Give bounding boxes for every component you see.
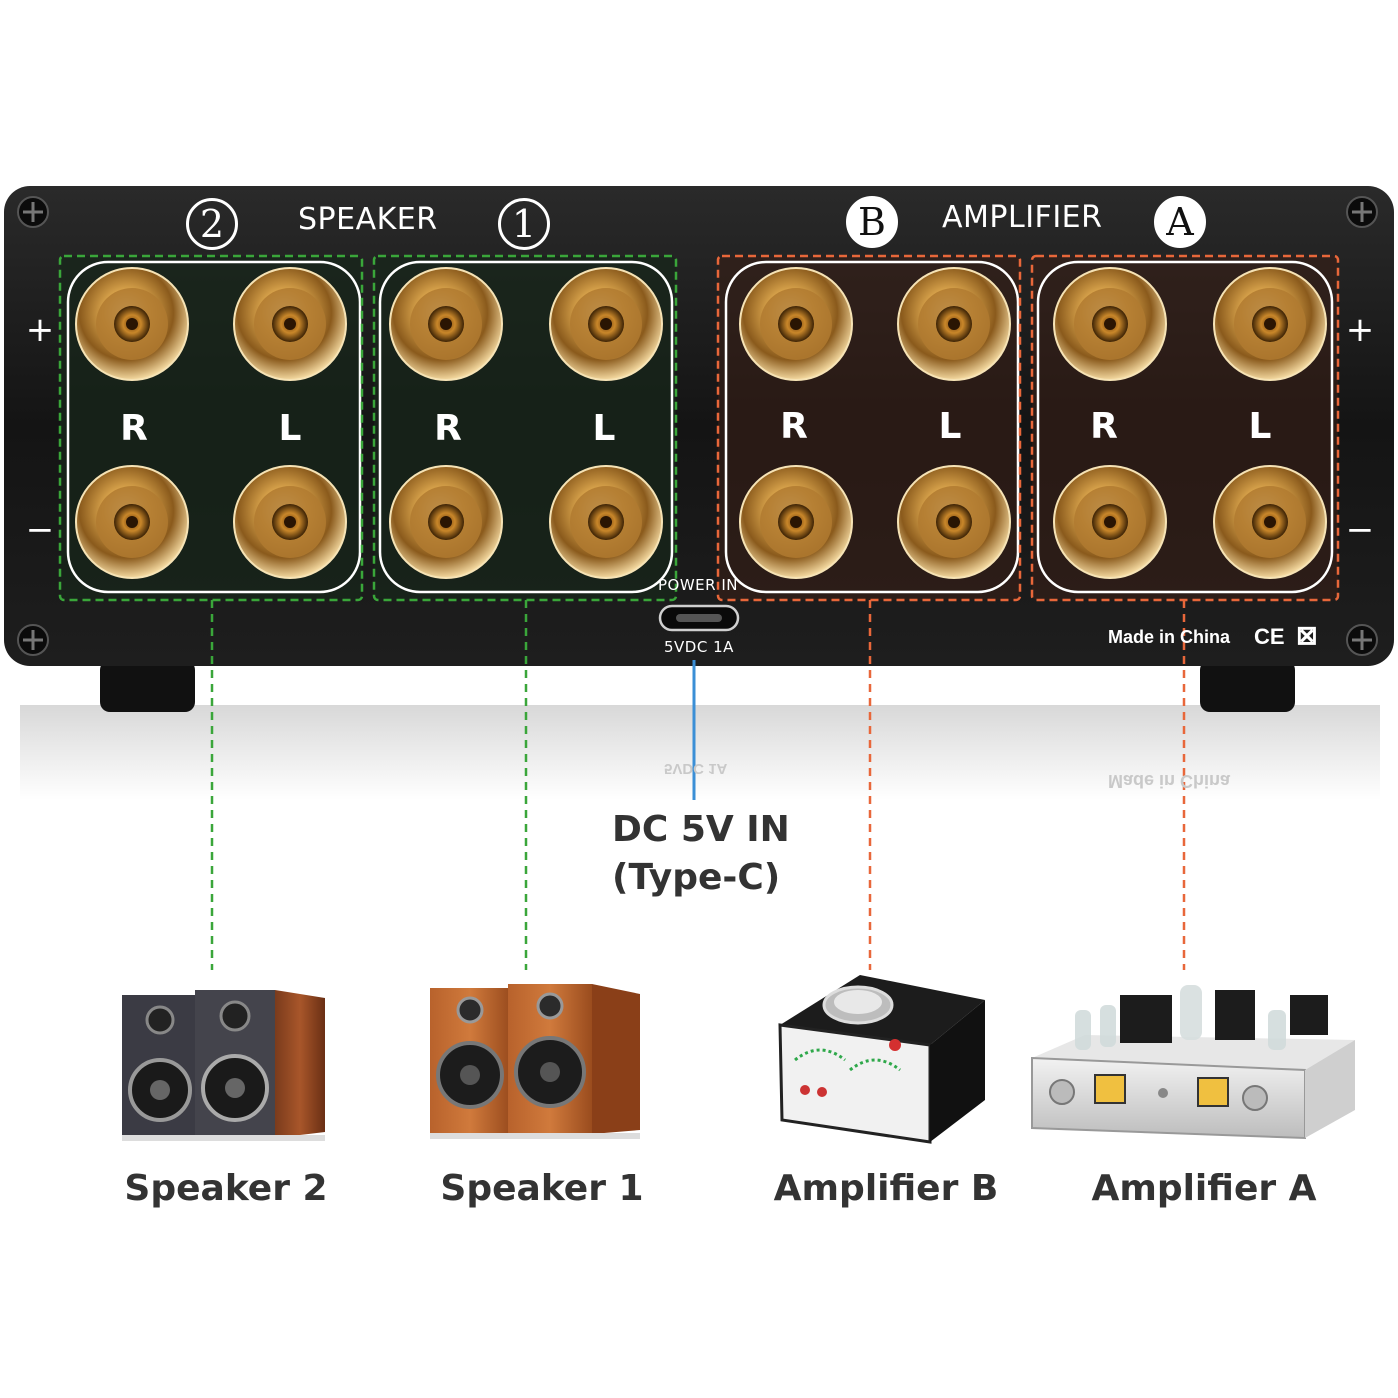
speaker-2-left-label: L bbox=[278, 408, 302, 449]
binding-post-icon bbox=[739, 267, 853, 381]
binding-post-icon bbox=[739, 465, 853, 579]
power-spec-label: 5VDC 1A bbox=[664, 638, 734, 656]
amplifier-b-right-label: R bbox=[780, 406, 808, 447]
speaker-2-image bbox=[122, 990, 325, 1141]
amplifier-a-left-label: L bbox=[1248, 406, 1272, 447]
ce-mark: CE bbox=[1254, 624, 1285, 649]
amplifier-a-border bbox=[1036, 260, 1334, 594]
amplifier-b-dashed-box bbox=[716, 254, 1022, 602]
binding-post-icon bbox=[233, 267, 347, 381]
binding-post-icon bbox=[897, 465, 1011, 579]
speaker-2-number: 2 bbox=[186, 198, 238, 250]
amplifier-b-caption: Amplifier B bbox=[773, 1168, 999, 1209]
amplifier-b-border bbox=[724, 260, 1020, 594]
screw-icon bbox=[1346, 196, 1378, 228]
speaker-1-caption: Speaker 1 bbox=[440, 1168, 644, 1209]
speaker-1-border bbox=[378, 260, 674, 594]
binding-post-icon bbox=[897, 267, 1011, 381]
amplifier-b-left-label: L bbox=[938, 406, 962, 447]
amplifier-b-image bbox=[778, 975, 985, 1144]
minus-sign-left: − bbox=[25, 510, 55, 550]
speaker-1-left-label: L bbox=[592, 408, 616, 449]
dc-input-line1: DC 5V IN bbox=[612, 809, 790, 850]
minus-sign-right: − bbox=[1345, 510, 1375, 550]
speaker-1-number: 1 bbox=[498, 198, 550, 250]
speaker-1-image bbox=[430, 984, 640, 1139]
usb-c-tongue bbox=[676, 614, 722, 622]
binding-post-icon bbox=[1213, 465, 1327, 579]
speaker-2-right-label: R bbox=[120, 408, 148, 449]
amplifier-a-letter: A bbox=[1154, 196, 1206, 248]
foot-right bbox=[1200, 660, 1295, 712]
amplifier-title: AMPLIFIER bbox=[942, 200, 1103, 235]
dc-input-label: DC 5V IN (Type-C) bbox=[612, 806, 790, 902]
speaker-1-dashed-box bbox=[372, 254, 678, 602]
foot-left bbox=[100, 660, 195, 712]
screw-icon bbox=[17, 624, 49, 656]
amplifier-a-right-label: R bbox=[1090, 406, 1118, 447]
speaker-1-right-label: R bbox=[434, 408, 462, 449]
weee-bin-icon: ⊠ bbox=[1296, 620, 1318, 650]
power-in-label: POWER IN bbox=[658, 576, 738, 594]
binding-post-icon bbox=[233, 465, 347, 579]
speaker-2-border bbox=[66, 260, 362, 594]
binding-post-icon bbox=[549, 465, 663, 579]
panel-reflection bbox=[20, 705, 1380, 800]
plus-sign-left: + bbox=[25, 310, 55, 350]
binding-post-icon bbox=[549, 267, 663, 381]
speaker-title: SPEAKER bbox=[298, 202, 438, 237]
amplifier-a-caption: Amplifier A bbox=[1091, 1168, 1317, 1209]
amplifier-b-letter: B bbox=[846, 196, 898, 248]
binding-post-icon bbox=[389, 465, 503, 579]
binding-post-icon bbox=[1053, 465, 1167, 579]
amplifier-a-image bbox=[1031, 985, 1355, 1140]
speaker-2-dashed-box bbox=[58, 254, 364, 602]
screw-icon bbox=[1346, 624, 1378, 656]
power-spec-reflection: 5VDC 1A bbox=[664, 760, 728, 777]
screw-icon bbox=[17, 196, 49, 228]
made-in-china-label: Made in China bbox=[1108, 627, 1231, 647]
binding-post-icon bbox=[75, 465, 189, 579]
binding-post-icon bbox=[75, 267, 189, 381]
made-in-china-reflection: Made in China bbox=[1108, 771, 1231, 791]
speaker-2-caption: Speaker 2 bbox=[124, 1168, 328, 1209]
plus-sign-right: + bbox=[1345, 310, 1375, 350]
binding-post-icon bbox=[1213, 267, 1327, 381]
dc-input-line2: (Type-C) bbox=[612, 857, 781, 898]
binding-post-icon bbox=[1053, 267, 1167, 381]
binding-post-icon bbox=[389, 267, 503, 381]
